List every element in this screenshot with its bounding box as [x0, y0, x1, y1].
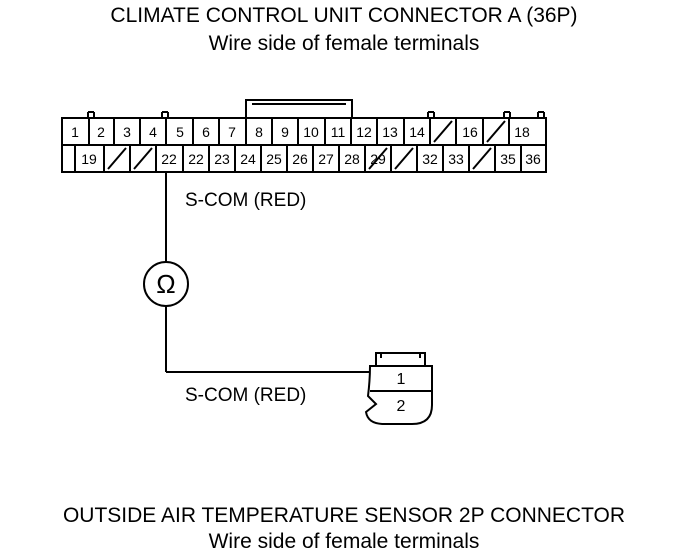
top-connector-title: CLIMATE CONTROL UNIT CONNECTOR A (36P) — [110, 4, 578, 27]
terminal-label: 8 — [255, 124, 263, 140]
terminal-label: 18 — [514, 124, 530, 140]
ohmmeter-icon — [143, 261, 189, 307]
ohm-symbol: Ω — [156, 269, 175, 299]
terminal-label: 23 — [214, 151, 230, 167]
bottom-connector-subtitle: Wire side of female terminals — [208, 530, 480, 553]
terminal-label: 26 — [292, 151, 308, 167]
terminal-label: 24 — [240, 151, 256, 167]
terminal-label: 19 — [81, 151, 97, 167]
test-wire — [165, 172, 376, 373]
connector-row-1: 1 2 3 4 5 6 7 8 9 10 11 12 13 14 16 18 — [71, 124, 530, 140]
terminal-label: 11 — [331, 124, 346, 140]
connector-row-2: 19 22 23 24 25 26 27 28 29 32 33 35 36 — [81, 151, 541, 167]
top-connector-subtitle: Wire side of female terminals — [208, 32, 480, 55]
terminal-label: 28 — [344, 151, 360, 167]
connector-lock-tab — [245, 99, 353, 118]
terminal-label: 12 — [356, 124, 372, 140]
terminal-label: 25 — [266, 151, 282, 167]
terminal-label: 13 — [382, 124, 398, 140]
sensor-terminal-label: 1 — [397, 371, 406, 388]
terminal-label: 36 — [525, 151, 541, 167]
terminal-label: 22 — [188, 151, 204, 167]
terminal-label: 2 — [97, 124, 105, 140]
terminal-label: 16 — [462, 124, 478, 140]
terminal-label: 35 — [500, 151, 516, 167]
terminal-label: 6 — [202, 124, 210, 140]
terminal-label: 5 — [176, 124, 184, 140]
wire-label-top: S-COM (RED) — [185, 190, 306, 211]
terminal-label: 9 — [281, 124, 289, 140]
terminal-label: 10 — [303, 124, 319, 140]
terminal-label: 29 — [370, 151, 386, 167]
terminal-label: 27 — [318, 151, 334, 167]
terminal-label: 32 — [422, 151, 438, 167]
terminal-label: 3 — [123, 124, 131, 140]
terminal-label: 33 — [448, 151, 464, 167]
wire-label-bottom: S-COM (RED) — [185, 385, 306, 406]
terminal-label: 7 — [228, 124, 236, 140]
terminal-label-22: 22 — [161, 151, 177, 167]
terminal-label: 1 — [71, 124, 79, 140]
terminal-label: 4 — [149, 124, 157, 140]
sensor-terminal-label: 2 — [397, 398, 406, 415]
bottom-connector-title: OUTSIDE AIR TEMPERATURE SENSOR 2P CONNEC… — [62, 504, 626, 527]
sensor-connector — [364, 352, 433, 425]
terminal-label: 14 — [409, 124, 425, 140]
